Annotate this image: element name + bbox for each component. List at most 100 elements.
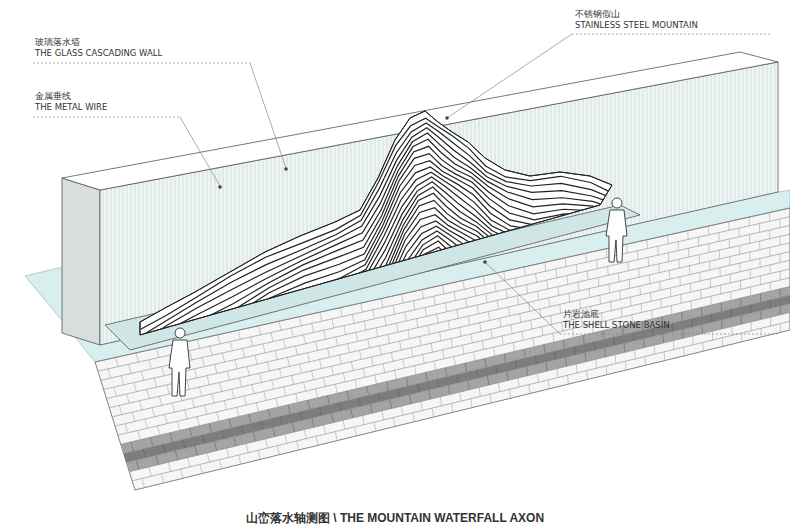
brick-joint	[214, 442, 216, 451]
brick-joint	[544, 344, 545, 353]
brick-joint	[679, 277, 680, 286]
brick-joint	[343, 373, 345, 382]
brick-joint	[139, 401, 142, 410]
brick-joint	[224, 401, 226, 410]
brick-joint	[718, 233, 719, 242]
brick-joint	[332, 319, 334, 328]
brick-joint	[106, 399, 109, 408]
brick-joint	[474, 287, 475, 296]
brick-joint	[553, 333, 554, 342]
brick-joint	[285, 434, 287, 443]
brick-joint	[462, 345, 463, 354]
brick-joint	[136, 353, 139, 362]
brick-joint	[222, 353, 224, 362]
brick-joint	[370, 404, 372, 413]
brick-joint	[383, 364, 385, 373]
brick-joint	[380, 346, 382, 355]
wire	[691, 78, 692, 211]
brick-joint	[445, 303, 446, 312]
brick-joint	[360, 350, 362, 359]
brick-joint	[540, 309, 541, 318]
brick-joint	[115, 357, 118, 366]
brick-joint	[316, 389, 318, 398]
wire	[107, 189, 108, 344]
brick-joint	[422, 290, 424, 299]
brick-joint	[420, 337, 422, 346]
brick-joint	[471, 399, 472, 408]
wire	[155, 180, 156, 333]
brick-joint	[596, 260, 598, 269]
brick-joint	[488, 312, 489, 321]
brick-joint	[457, 310, 458, 319]
brick-joint	[490, 394, 491, 403]
mountain-slice	[158, 290, 630, 504]
brick-joint	[495, 283, 496, 292]
brick-joint	[482, 341, 483, 350]
brick-joint	[545, 262, 546, 271]
brick-joint	[396, 323, 398, 332]
brick-joint	[729, 257, 730, 266]
brick-joint	[421, 402, 423, 411]
brick-joint	[700, 290, 701, 299]
brick-joint	[476, 370, 477, 379]
brick-joint	[149, 360, 152, 369]
brick-joint	[740, 281, 741, 290]
brick-joint	[234, 437, 236, 446]
brick-joint	[664, 352, 666, 361]
brick-joint	[284, 387, 286, 396]
brick-joint	[184, 410, 187, 419]
brick-joint	[593, 342, 595, 351]
brick-joint	[692, 336, 693, 345]
brick-joint	[195, 446, 198, 455]
brick-joint	[209, 423, 211, 432]
brick-joint	[393, 417, 395, 426]
brick-joint	[670, 288, 672, 297]
mountain-slice	[150, 215, 622, 423]
brick-joint	[124, 453, 127, 462]
brick-joint	[351, 362, 353, 371]
brick-joint	[659, 281, 661, 290]
brick-joint	[613, 337, 615, 346]
brick-joint	[303, 335, 305, 344]
brick-row	[124, 295, 790, 453]
brick-joint	[114, 387, 117, 396]
brick-joint	[134, 383, 137, 392]
paving	[95, 208, 790, 490]
brick-joint	[259, 373, 261, 382]
brick-joint	[457, 374, 458, 383]
brick-joint	[443, 350, 444, 359]
wire	[723, 72, 724, 204]
brick-joint	[678, 259, 679, 268]
brick-joint	[188, 458, 191, 467]
brick-row	[132, 321, 790, 481]
brick-joint	[312, 371, 314, 380]
brick-joint	[202, 435, 205, 444]
brick-joint	[520, 314, 521, 323]
brick-joint	[227, 371, 229, 380]
brick-joint	[454, 356, 455, 365]
brick-joint	[405, 312, 407, 321]
brick-joint	[393, 305, 395, 314]
brick-joint	[154, 378, 157, 387]
brick-joint	[451, 339, 452, 348]
mountain-slice	[160, 308, 632, 518]
brick-joint	[691, 318, 692, 327]
brick-joint	[780, 306, 781, 315]
wire	[683, 80, 684, 214]
brick-joint	[222, 430, 224, 439]
brick-joint	[192, 398, 195, 407]
label-cn: 金属垂线	[35, 91, 71, 102]
brick-joint	[497, 300, 498, 309]
brick-joint	[658, 264, 660, 273]
brick-joint	[712, 331, 713, 340]
brick-joint	[217, 412, 219, 421]
brick-joint	[362, 416, 364, 425]
mountain-slice	[153, 236, 625, 450]
wire	[679, 81, 680, 215]
brick-joint	[750, 287, 751, 296]
brick-joint	[351, 409, 353, 418]
brick-joint	[649, 275, 651, 284]
brick-joint	[653, 345, 655, 354]
brick-joint	[373, 310, 375, 319]
brick-joint	[699, 255, 700, 264]
